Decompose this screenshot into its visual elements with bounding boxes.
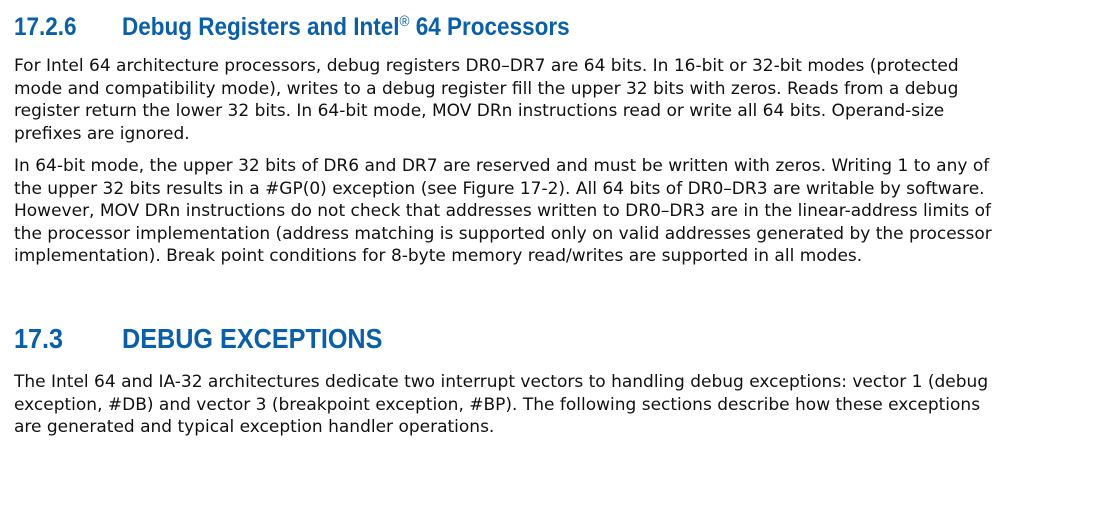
text-line: implementation). Break point conditions … <box>14 246 863 266</box>
paragraph: In 64-bit mode, the upper 32 bits of DR6… <box>14 155 992 268</box>
text-line: prefixes are ignored. <box>14 123 190 144</box>
text-line: exception, #DB) and vector 3 (breakpoint… <box>14 394 981 415</box>
paragraph: The Intel 64 and IA-32 architectures ded… <box>14 371 988 439</box>
section-heading-17-2-6: 17.2.6 Debug Registers and Intel® 64 Proc… <box>14 13 570 42</box>
text-line: mode and compatibility mode), writes to … <box>14 78 959 99</box>
text-line: the processor implementation (address ma… <box>14 223 992 244</box>
title-text: 64 Processors <box>409 13 570 41</box>
text-line: the upper 32 bits results in a #GP(0) ex… <box>14 178 985 199</box>
text-line: In 64-bit mode, the upper 32 bits of DR6… <box>14 156 990 176</box>
title-text: Debug Registers and Intel <box>122 13 400 41</box>
text-line: For Intel 64 architecture processors, de… <box>14 56 959 76</box>
text-line: The Intel 64 and IA-32 architectures ded… <box>14 372 989 392</box>
paragraph: For Intel 64 architecture processors, de… <box>14 55 959 145</box>
registered-mark: ® <box>399 13 410 30</box>
section-heading-17-3: 17.3 DEBUG EXCEPTIONS <box>14 323 382 355</box>
text-line: register return the lower 32 bits. In 64… <box>14 101 945 121</box>
section-title: DEBUG EXCEPTIONS <box>122 323 383 354</box>
section-number: 17.3 <box>14 323 64 354</box>
text-line: However, MOV DRn instructions do not che… <box>14 201 991 221</box>
section-number: 17.2.6 <box>14 13 77 41</box>
text-line: are generated and typical exception hand… <box>14 417 495 437</box>
section-title: Debug Registers and Intel® 64 Processors <box>122 13 570 41</box>
